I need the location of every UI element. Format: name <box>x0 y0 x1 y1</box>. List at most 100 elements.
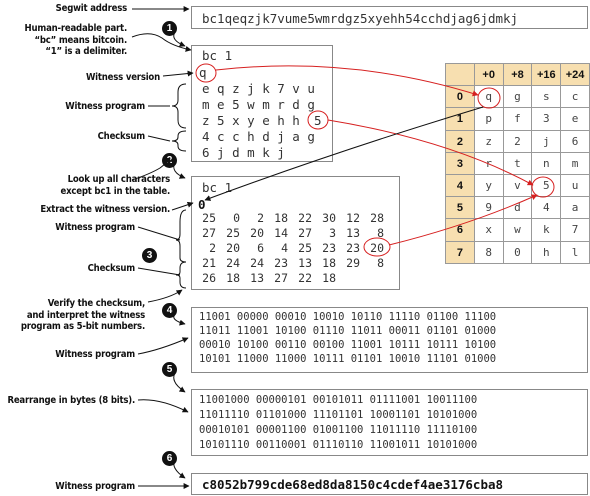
witness-version-char: q <box>199 65 207 80</box>
decoded-program-value: 20 <box>250 226 264 240</box>
program-highlight-char: 5 <box>314 113 322 128</box>
table-col-header: +16 <box>532 64 562 87</box>
label-witness-version: Witness version <box>85 72 160 83</box>
segwit-address-text: bc1qeqzjk7vume5wmrdgz5xyehh54cchdjag6jdm… <box>202 11 519 26</box>
table-row-header: 6 <box>446 219 475 242</box>
decoded-checksum-value: 29 <box>346 256 360 270</box>
decoded-program-value: 20 <box>370 241 384 255</box>
checksum-row-2: 6 j d m k j <box>202 145 285 160</box>
table-cell: z <box>474 130 504 153</box>
table-cell: 7 <box>561 219 590 242</box>
label-witness-program-3: Witness program <box>55 349 135 360</box>
label-lookup: Look up all characters except bc1 in the… <box>60 174 170 197</box>
table-cell: m <box>561 152 590 175</box>
table-row-header: 0 <box>446 86 475 109</box>
table-cell: 0 <box>503 241 533 264</box>
table-cell: f <box>503 108 533 131</box>
decoded-program-value: 8 <box>377 226 384 240</box>
table-cell: g <box>503 86 533 109</box>
five-bit-box: 11001 00000 00010 10010 10110 11110 0110… <box>191 307 588 373</box>
decoded-checksum-value: 21 <box>202 256 216 270</box>
witness-program-hex: c8052b799cde68ed8da8150c4cdef4ae3176cba8 <box>202 477 504 492</box>
five-bit-row-3: 00010 10100 00110 00100 11001 10111 1011… <box>199 339 497 351</box>
decoded-checksum-value: 18 <box>322 256 336 270</box>
decoded-program-value: 25 <box>298 241 312 255</box>
decoded-program-value: 28 <box>370 211 384 225</box>
table-cell: c <box>561 86 590 109</box>
decoded-program-value: 0 <box>233 211 240 225</box>
table-cell: q <box>474 86 504 109</box>
table-cell: 4 <box>532 197 562 220</box>
program-row-3: z 5 x y e h h <box>202 113 300 128</box>
table-cell: x <box>474 219 504 242</box>
table-row-header: 3 <box>446 152 475 175</box>
witness-version-value: 0 <box>198 197 206 212</box>
table-cell: r <box>474 152 504 175</box>
decoded-checksum-value: 18 <box>226 271 240 285</box>
table-cell: u <box>561 175 590 198</box>
decoded-checksum-value: 23 <box>274 256 288 270</box>
decoded-program-value: 14 <box>274 226 288 240</box>
checksum-row-1: 4 c c h d j a g <box>202 129 315 144</box>
table-cell: p <box>474 108 504 131</box>
segwit-address-box: bc1qeqzjk7vume5wmrdgz5xyehh54cchdjag6jdm… <box>191 6 588 29</box>
table-cell: l <box>561 241 590 264</box>
decoded-program-value: 3 <box>329 226 336 240</box>
table-cell: y <box>474 175 504 198</box>
hrp-text: bc 1 <box>202 48 233 63</box>
step-marker-1: 1 <box>162 21 177 36</box>
decoded-program-value: 2 <box>209 241 216 255</box>
table-cell: v <box>503 175 533 198</box>
program-row-1: e q z j k 7 v u <box>202 81 315 96</box>
decoded-program-value: 30 <box>322 211 336 225</box>
byte-row-4: 10101110 00110001 01110110 11001011 1010… <box>199 439 478 451</box>
table-cell: 3 <box>532 108 562 131</box>
table-cell: 6 <box>561 130 590 153</box>
brace-shapes <box>171 83 187 289</box>
decoded-checksum-value: 24 <box>226 256 240 270</box>
five-bit-row-4: 10101 11000 11000 10111 01101 10010 1110… <box>199 353 497 365</box>
table-cell: e <box>561 108 590 131</box>
decoded-program-value: 6 <box>257 241 264 255</box>
decoded-program-value: 20 <box>226 241 240 255</box>
decoded-checksum-value: 24 <box>250 256 264 270</box>
five-bit-row-1: 11001 00000 00010 10010 10110 11110 0110… <box>199 311 497 323</box>
witness-program-hex-box: c8052b799cde68ed8da8150c4cdef4ae3176cba8 <box>191 473 588 495</box>
decoded-checksum-value: 26 <box>202 271 216 285</box>
byte-row-1: 11001000 00000101 00101011 01111001 1001… <box>199 394 478 406</box>
decoded-program-value: 22 <box>298 211 312 225</box>
step-marker-3: 3 <box>142 248 157 263</box>
decoded-program-value: 27 <box>202 226 216 240</box>
table-cell: a <box>561 197 590 220</box>
step-marker-2: 2 <box>162 153 177 168</box>
decoded-checksum-value: 18 <box>322 271 336 285</box>
label-segwit-address: Segwit address <box>55 3 128 14</box>
decoded-program-value: 23 <box>346 241 360 255</box>
decoded-program-value: 13 <box>346 226 360 240</box>
decoded-program-value: 2 <box>257 211 264 225</box>
decoded-checksum-value: 22 <box>298 271 312 285</box>
label-checksum-2: Checksum <box>87 263 136 274</box>
table-cell: 8 <box>474 241 504 264</box>
label-witness-program-2: Witness program <box>55 222 135 233</box>
table-col-header: +24 <box>561 64 590 87</box>
label-rearrange: Rearrange in bytes (8 bits). <box>7 395 135 406</box>
table-cell: s <box>532 86 562 109</box>
step-marker-6: 6 <box>162 451 177 466</box>
step-marker-5: 5 <box>162 362 177 377</box>
table-row-header: 7 <box>446 241 475 264</box>
table-cell: 2 <box>503 130 533 153</box>
decoded-checksum-value: 27 <box>274 271 288 285</box>
table-cell: t <box>503 152 533 175</box>
table-col-header: +0 <box>474 64 504 87</box>
table-row-header: 4 <box>446 175 475 198</box>
table-cell: j <box>532 130 562 153</box>
table-cell: h <box>532 241 562 264</box>
table-corner <box>446 64 475 87</box>
decoded-checksum-value: 13 <box>298 256 312 270</box>
table-cell: k <box>532 219 562 242</box>
byte-row-3: 00010101 00001100 01001100 11011110 1111… <box>199 424 478 436</box>
decoded-checksum-value: 8 <box>377 256 384 270</box>
table-cell: w <box>503 219 533 242</box>
